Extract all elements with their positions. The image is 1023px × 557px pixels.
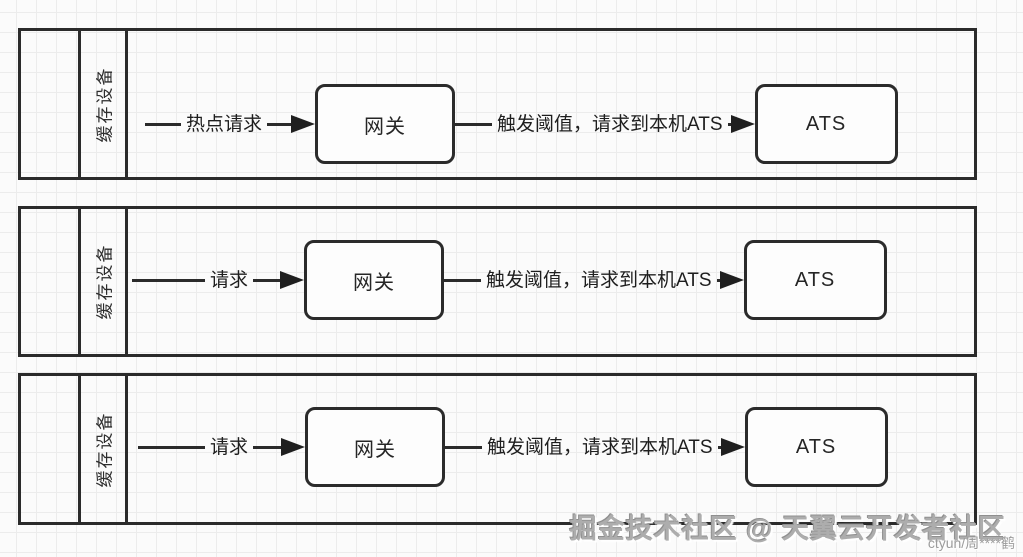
arrow-line (132, 278, 205, 282)
swimlane-request-3: 缓存设备 请求 网关 触发阈值，请求到本机ATS ATS (18, 373, 977, 525)
threshold-arrow-label: 触发阈值，请求到本机ATS (487, 436, 713, 458)
gateway-node: 网关 (305, 407, 446, 487)
flow-row: 热点请求 网关 触发阈值，请求到本机ATS ATS (128, 82, 974, 166)
lane-flow-area: 热点请求 网关 触发阈值，请求到本机ATS ATS (128, 31, 974, 177)
lane-label-cell: 缓存设备 (81, 209, 128, 354)
arrowhead-icon (720, 438, 745, 456)
author-watermark: ctyun/周****鹤 (927, 535, 1015, 551)
arrow-line (138, 445, 205, 449)
lane-label-cell: 缓存设备 (81, 376, 128, 522)
arrow-line (145, 122, 181, 126)
lane-spacer-cell (21, 209, 81, 354)
cache-device-label: 缓存设备 (95, 66, 115, 142)
flow-row: 请求 网关 触发阈值，请求到本机ATS ATS (128, 405, 974, 489)
arrow-line (267, 122, 292, 126)
arrowhead-icon (281, 438, 306, 456)
gateway-node: 网关 (315, 84, 456, 164)
threshold-arrow-label: 触发阈值，请求到本机ATS (486, 269, 712, 291)
lane-label-cell: 缓存设备 (81, 31, 128, 177)
request-arrow-label: 请求 (210, 269, 249, 291)
lane-spacer-cell (21, 31, 81, 177)
community-watermark: 掘金技术社区 @ 天翼云开发者社区 (569, 514, 1006, 544)
arrow-line (253, 278, 281, 282)
lane-flow-area: 请求 网关 触发阈值，请求到本机ATS ATS (128, 209, 974, 354)
arrow-line (716, 278, 720, 282)
arrowhead-icon (730, 115, 755, 133)
arrow-line (455, 122, 493, 126)
swimlane-request-2: 缓存设备 请求 网关 触发阈值，请求到本机ATS ATS (18, 206, 977, 357)
arrow-line (253, 445, 282, 449)
lane-spacer-cell (21, 376, 81, 522)
swimlane-hot-request: 缓存设备 热点请求 网关 触发阈值，请求到本机ATS ATS (18, 28, 977, 180)
lane-flow-area: 请求 网关 触发阈值，请求到本机ATS ATS (128, 376, 974, 522)
cache-device-label: 缓存设备 (95, 411, 115, 487)
ats-node: ATS (754, 84, 898, 164)
arrow-line (727, 122, 731, 126)
arrow-line (717, 445, 721, 449)
threshold-arrow-label: 触发阈值，请求到本机ATS (497, 113, 723, 135)
cache-device-label: 缓存设备 (95, 243, 115, 320)
ats-node: ATS (743, 240, 887, 320)
request-arrow-label: 热点请求 (186, 113, 263, 135)
gateway-node: 网关 (304, 240, 445, 320)
arrowhead-icon (280, 271, 305, 289)
arrow-line (445, 445, 483, 449)
flow-row: 请求 网关 触发阈值，请求到本机ATS ATS (128, 238, 974, 322)
arrowhead-icon (291, 115, 316, 133)
arrow-line (444, 278, 482, 282)
ats-node: ATS (744, 407, 888, 487)
arrowhead-icon (719, 271, 744, 289)
request-arrow-label: 请求 (210, 436, 249, 458)
